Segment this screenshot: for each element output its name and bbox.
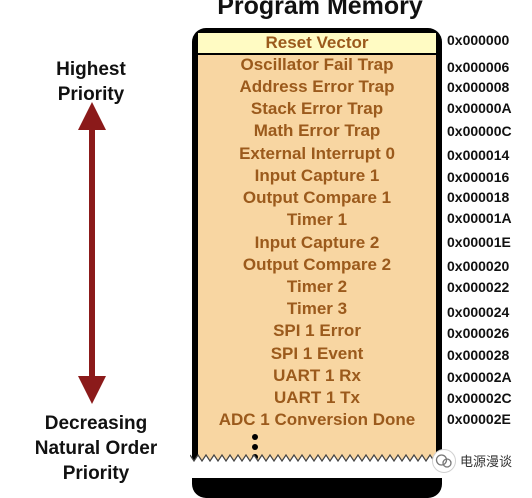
- vector-address: 0x000014: [447, 147, 510, 163]
- arrow-shaft: [89, 126, 95, 380]
- watermark: 电源漫谈: [432, 448, 532, 473]
- vector-address: 0x000008: [447, 79, 510, 95]
- vector-address: 0x00000C: [447, 123, 512, 139]
- vector-address: 0x000000: [447, 32, 510, 48]
- vector-address: 0x000024: [447, 304, 510, 320]
- vector-label: Oscillator Fail Trap: [240, 55, 394, 74]
- vector-label: Timer 1: [286, 210, 348, 229]
- highest-priority-text: Priority: [57, 84, 125, 105]
- vector-address: 0x00002C: [447, 390, 512, 406]
- vector-label: Timer 3: [286, 299, 348, 318]
- priority-arrow: [78, 102, 106, 404]
- vector-label: Address Error Trap: [239, 77, 395, 96]
- decreasing-priority-text: Decreasing: [44, 413, 148, 434]
- vector-address: 0x000026: [447, 325, 510, 341]
- decreasing-priority-text: Natural Order: [34, 438, 158, 459]
- vector-label: Reset Vector: [265, 33, 369, 52]
- vector-address: 0x000016: [447, 169, 510, 185]
- vector-address: 0x000020: [447, 258, 510, 274]
- vector-label: UART 1 Tx: [274, 388, 360, 407]
- vector-address: 0x00001A: [447, 210, 512, 226]
- vector-address: 0x00002A: [447, 369, 512, 385]
- dot: [252, 444, 258, 450]
- vector-label: Output Compare 1: [242, 188, 392, 207]
- reset-vector-row: [198, 33, 436, 55]
- arrow-head-up: [78, 102, 106, 130]
- vector-label: External Interrupt 0: [239, 144, 395, 163]
- vector-label: SPI 1 Error: [273, 321, 361, 340]
- dot: [252, 434, 258, 440]
- vector-address: 0x00001E: [447, 234, 511, 250]
- decreasing-priority-text: Priority: [62, 463, 130, 484]
- vector-label: Input Capture 2: [254, 233, 380, 252]
- vector-label: ADC 1 Conversion Done: [218, 410, 416, 429]
- vector-address: 0x000018: [447, 189, 510, 205]
- vector-label: UART 1 Rx: [273, 366, 361, 385]
- vector-label: SPI 1 Event: [270, 344, 364, 363]
- vector-address: 0x000028: [447, 347, 510, 363]
- memory-fill: [198, 33, 436, 473]
- wechat-logo-icon: [432, 449, 456, 473]
- vector-address: 0x000006: [447, 59, 510, 75]
- arrow-head-down: [78, 376, 106, 404]
- watermark-text: 电源漫谈: [460, 455, 513, 470]
- vector-label: Output Compare 2: [242, 255, 392, 274]
- program-memory-title: Program Memory: [217, 0, 423, 20]
- vector-address: 0x00000A: [447, 100, 512, 116]
- vector-label: Timer 2: [286, 277, 348, 296]
- vector-address: 0x000022: [447, 279, 510, 295]
- vector-label: Math Error Trap: [253, 121, 381, 140]
- vector-label: Stack Error Trap: [250, 99, 384, 118]
- memory-break-zigzag: [190, 453, 446, 478]
- vector-address: 0x00002E: [447, 411, 511, 427]
- vector-label: Input Capture 1: [254, 166, 380, 185]
- highest-priority-text: Highest: [56, 59, 126, 80]
